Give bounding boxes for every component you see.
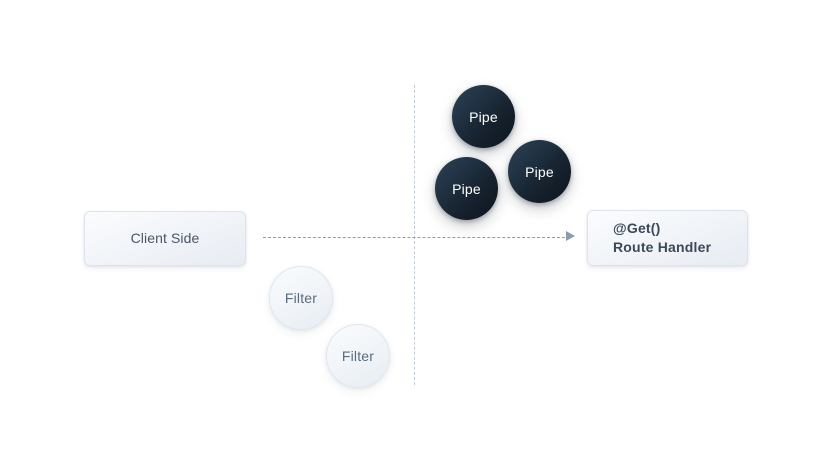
dashed-request-arrow [263,237,570,238]
dashed-vertical-divider [414,85,415,385]
route-handler-box[interactable]: @Get() Route Handler [587,210,748,266]
arrow-head-icon [566,231,575,241]
pipe-node-2[interactable]: Pipe [508,140,571,203]
filter-label: Filter [284,290,318,306]
filter-node-2[interactable]: Filter [326,324,390,388]
filter-label: Filter [341,348,375,364]
client-side-label: Client Side [130,230,200,246]
pipe-label: Pipe [452,180,481,197]
pipe-node-3[interactable]: Pipe [435,157,498,220]
pipe-label: Pipe [525,163,554,180]
client-side-box[interactable]: Client Side [84,211,246,266]
pipe-node-1[interactable]: Pipe [452,85,515,148]
route-handler-text: @Get() Route Handler [613,219,711,257]
route-handler-label: Route Handler [613,239,712,255]
pipe-label: Pipe [469,108,498,125]
filter-node-1[interactable]: Filter [269,266,333,330]
route-handler-decorator: @Get() [613,220,661,236]
